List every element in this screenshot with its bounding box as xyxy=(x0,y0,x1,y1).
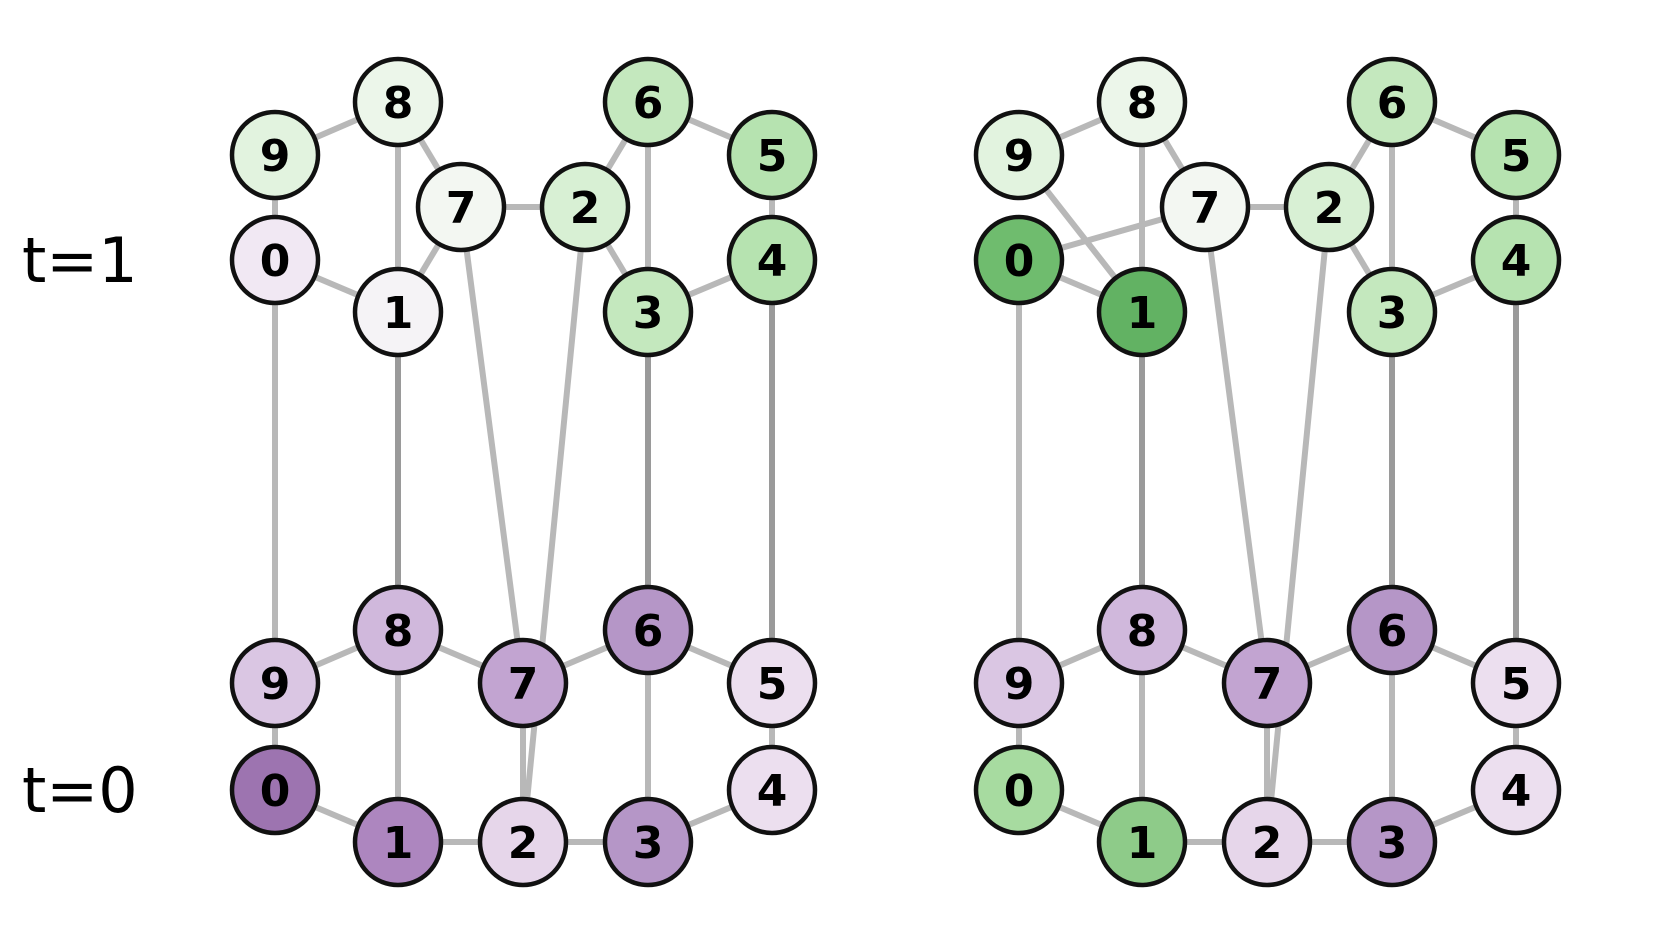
graph-node: 3 xyxy=(1346,796,1438,888)
node-label: 6 xyxy=(1377,606,1408,657)
graph-node: 3 xyxy=(1346,266,1438,358)
nodes-right-top: 0 1 7 8 9 2 6 xyxy=(973,56,1562,358)
node-label: 2 xyxy=(1252,818,1283,869)
edge xyxy=(520,204,588,845)
node-label: 0 xyxy=(260,236,291,287)
node-label: 0 xyxy=(1004,236,1035,287)
graph-node: 2 xyxy=(477,796,569,888)
graph-node: 0 xyxy=(973,214,1065,306)
node-label: 8 xyxy=(1127,78,1158,129)
node-label: 4 xyxy=(1501,766,1532,817)
node-label: 2 xyxy=(1314,183,1345,234)
graph-node: 9 xyxy=(973,109,1065,201)
node-label: 8 xyxy=(383,606,414,657)
graph-node: 7 xyxy=(1221,637,1313,729)
graph-node: 5 xyxy=(1470,637,1562,729)
graph-node: 1 xyxy=(1096,796,1188,888)
panel-left: 0 1 7 8 9 2 6 xyxy=(229,56,818,888)
graph-node: 8 xyxy=(352,584,444,676)
panel-right: 0 1 7 8 9 2 6 xyxy=(973,56,1562,888)
graph-node: 7 xyxy=(477,637,569,729)
graph-node: 4 xyxy=(726,214,818,306)
node-label: 2 xyxy=(508,818,539,869)
graph-node: 0 xyxy=(229,744,321,836)
node-label: 9 xyxy=(1004,659,1035,710)
node-label: 0 xyxy=(1004,766,1035,817)
graph-node: 6 xyxy=(602,56,694,148)
edges-left xyxy=(272,99,775,845)
node-label: 7 xyxy=(508,659,539,710)
node-label: 0 xyxy=(260,766,291,817)
node-label: 7 xyxy=(1252,659,1283,710)
node-label: 4 xyxy=(1501,236,1532,287)
node-label: 4 xyxy=(757,236,788,287)
graph-node: 2 xyxy=(1283,161,1375,253)
node-label: 6 xyxy=(633,606,664,657)
node-label: 8 xyxy=(383,78,414,129)
node-label: 5 xyxy=(1501,659,1532,710)
graph-node: 0 xyxy=(229,214,321,306)
graph-node: 2 xyxy=(1221,796,1313,888)
node-label: 2 xyxy=(570,183,601,234)
graph-node: 6 xyxy=(602,584,694,676)
node-label: 1 xyxy=(383,288,414,339)
graph-node: 1 xyxy=(1096,266,1188,358)
node-label: 5 xyxy=(1501,131,1532,182)
node-label: 3 xyxy=(633,288,664,339)
graph-node: 5 xyxy=(1470,109,1562,201)
graph-node: 4 xyxy=(1470,214,1562,306)
edge xyxy=(458,204,526,686)
graph-node: 1 xyxy=(352,796,444,888)
edge xyxy=(1264,204,1332,845)
node-label: 3 xyxy=(633,818,664,869)
graph-node: 9 xyxy=(973,637,1065,729)
node-label: 7 xyxy=(1190,183,1221,234)
node-label: 1 xyxy=(383,818,414,869)
time-label-top: t=1 xyxy=(22,224,138,297)
graph-node: 4 xyxy=(1470,744,1562,836)
node-label: 4 xyxy=(757,766,788,817)
graph-node: 0 xyxy=(973,744,1065,836)
edge xyxy=(1202,204,1270,686)
graph-node: 3 xyxy=(602,796,694,888)
node-label: 9 xyxy=(260,659,291,710)
nodes-right-bottom: 0 1 2 3 4 5 6 xyxy=(973,584,1562,888)
graph-node: 9 xyxy=(229,637,321,729)
nodes-left-top: 0 1 7 8 9 2 6 xyxy=(229,56,818,358)
node-label: 8 xyxy=(1127,606,1158,657)
graph-node: 9 xyxy=(229,109,321,201)
graph-node: 8 xyxy=(1096,56,1188,148)
graph-node: 8 xyxy=(352,56,444,148)
graph-node: 5 xyxy=(726,637,818,729)
graph-node: 2 xyxy=(539,161,631,253)
node-label: 6 xyxy=(633,78,664,129)
node-label: 3 xyxy=(1377,818,1408,869)
graph-node: 7 xyxy=(1159,161,1251,253)
nodes-left-bottom: 0 1 2 3 4 5 6 xyxy=(229,584,818,888)
graph-node: 7 xyxy=(415,161,507,253)
node-label: 6 xyxy=(1377,78,1408,129)
node-label: 7 xyxy=(446,183,477,234)
node-label: 1 xyxy=(1127,288,1158,339)
node-label: 1 xyxy=(1127,818,1158,869)
node-label: 9 xyxy=(1004,131,1035,182)
graph-node: 4 xyxy=(726,744,818,836)
graph-node: 3 xyxy=(602,266,694,358)
graph-node: 6 xyxy=(1346,56,1438,148)
graph-node: 8 xyxy=(1096,584,1188,676)
node-label: 3 xyxy=(1377,288,1408,339)
node-label: 5 xyxy=(757,131,788,182)
graph-node: 6 xyxy=(1346,584,1438,676)
edges-right xyxy=(1016,99,1519,845)
node-label: 9 xyxy=(260,131,291,182)
node-label: 5 xyxy=(757,659,788,710)
time-label-bottom: t=0 xyxy=(22,754,138,827)
graph-node: 1 xyxy=(352,266,444,358)
graph-node: 5 xyxy=(726,109,818,201)
